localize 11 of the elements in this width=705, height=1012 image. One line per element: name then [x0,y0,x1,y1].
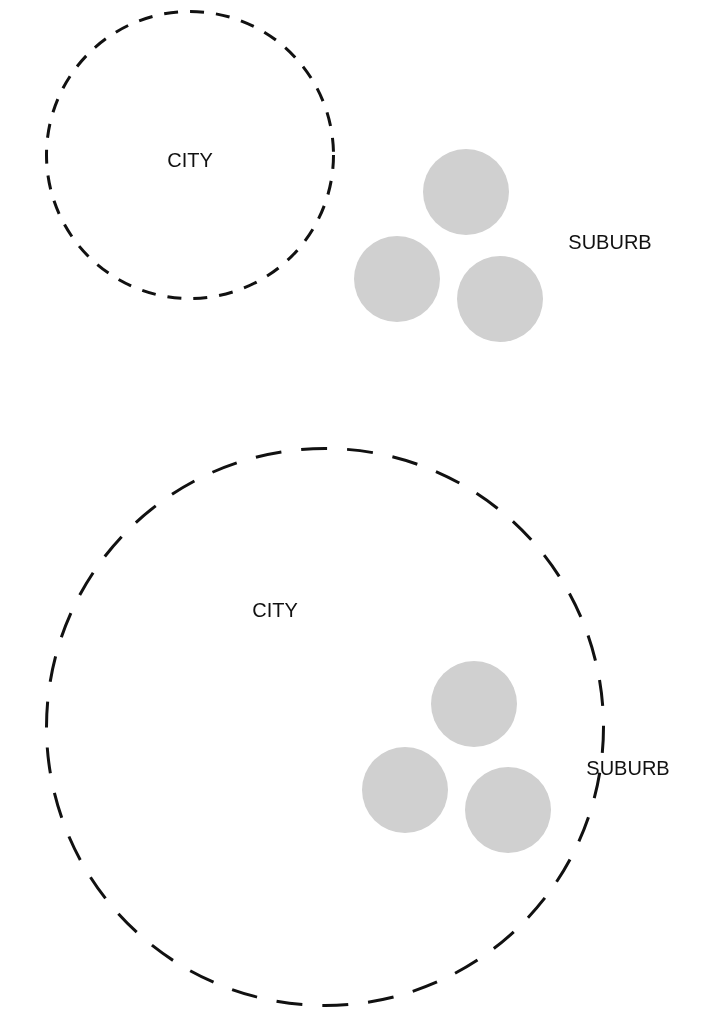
filled-circle [423,149,509,235]
region-label: SUBURB [568,230,652,254]
filled-circle [362,747,448,833]
region-label: SUBURB [586,756,670,780]
filled-circle [354,236,440,322]
region-label: CITY [252,598,298,622]
filled-circle [465,767,551,853]
filled-circle [431,661,517,747]
filled-circle [457,256,543,342]
region-label: CITY [167,148,213,172]
dashed-circle [45,10,335,300]
